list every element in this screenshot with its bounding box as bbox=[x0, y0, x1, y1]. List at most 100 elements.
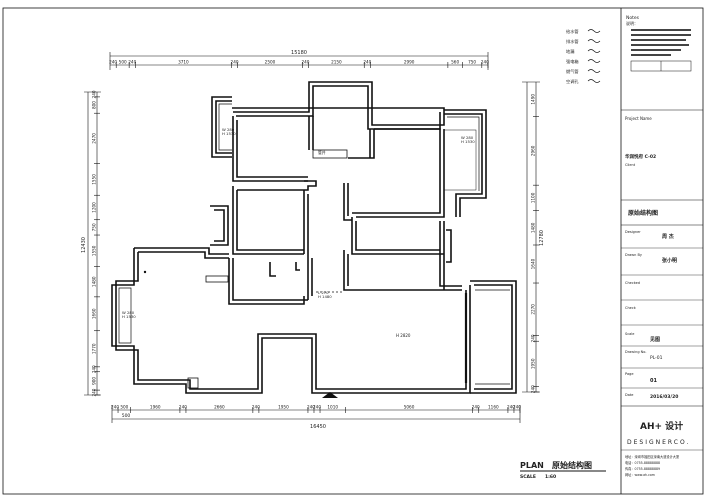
left-dim-7: 1480 bbox=[92, 276, 97, 287]
bottom-dim-11: 240 bbox=[472, 405, 480, 410]
address-line-3: 传真：0755-88888889 bbox=[625, 466, 660, 471]
plan-title: PLAN 原始结构图 SCALE 1:60 bbox=[520, 460, 606, 480]
left-dim-10: 240 bbox=[92, 365, 97, 373]
bottom-dim-2: 1960 bbox=[150, 405, 161, 410]
bottom-dim-8: 240 bbox=[313, 405, 321, 410]
beam-label-h: H 1480 bbox=[318, 294, 332, 299]
floor-plan-walls bbox=[111, 81, 517, 398]
top-dim-4: 240 bbox=[231, 60, 239, 65]
page-label: Page bbox=[625, 372, 633, 376]
duct-label: 管井 bbox=[318, 150, 326, 155]
living-height-label: H 2820 bbox=[396, 333, 411, 338]
legend-label-4: 燃气管 bbox=[566, 68, 579, 75]
top-dim-9: 2990 bbox=[404, 60, 415, 65]
bottom-dim-4: 2660 bbox=[214, 405, 225, 410]
left-dim-8: 1660 bbox=[92, 308, 97, 319]
bottom-dim-9: 1010 bbox=[327, 405, 338, 410]
legend-label-0: 给水管 bbox=[566, 28, 579, 35]
right-dim-8: 240 bbox=[531, 385, 536, 393]
bottom-dim-10: 5060 bbox=[404, 405, 415, 410]
bottom-dim-3: 240 bbox=[179, 405, 187, 410]
date-label: Date bbox=[625, 393, 633, 397]
left-dim-9: 1770 bbox=[92, 343, 97, 354]
notes-title: Notes bbox=[626, 15, 640, 21]
bottom-extra-dim: 500 bbox=[122, 413, 131, 419]
bottom-dim-13: 240 bbox=[507, 405, 515, 410]
sheet-border bbox=[2, 7, 704, 495]
top-dim-1: 500 bbox=[119, 60, 127, 65]
legend-symbol-5 bbox=[587, 79, 601, 83]
top-dim-12: 240 bbox=[481, 60, 489, 65]
window-label-left-top-h: H 1530 bbox=[222, 131, 236, 136]
page-value: 01 bbox=[650, 378, 657, 384]
bottom-total-dim: 16450 bbox=[310, 424, 326, 430]
legend-symbol-1 bbox=[587, 39, 601, 43]
top-dim-11: 750 bbox=[468, 60, 476, 65]
address-line-1: 地址：深圳市福田区深南大道设计大厦 bbox=[625, 454, 680, 459]
window-label-left-mid-h: H 1530 bbox=[122, 314, 136, 319]
top-dim-6: 240 bbox=[301, 60, 309, 65]
left-dim-0: 240 bbox=[92, 90, 97, 98]
legend-symbol-2 bbox=[587, 49, 601, 53]
legend-symbol-4 bbox=[587, 69, 601, 73]
number-label: Drawing No. bbox=[625, 350, 646, 354]
bottom-dim-1: 500 bbox=[120, 405, 128, 410]
bottom-dim-7: 240 bbox=[307, 405, 315, 410]
bottom-dim-0: 240 bbox=[111, 405, 119, 410]
client-label: Client bbox=[625, 163, 636, 167]
top-dim-10: 560 bbox=[451, 60, 459, 65]
number-value: PL-01 bbox=[650, 355, 663, 361]
left-dim-12: 240 bbox=[92, 388, 97, 396]
top-dimensions: 15180 bbox=[109, 50, 489, 70]
project-label: Project Name bbox=[625, 116, 652, 121]
window-label-left-top: W 280 bbox=[222, 127, 235, 132]
right-dim-1: 2960 bbox=[531, 145, 536, 156]
drawn-value: 张小明 bbox=[662, 257, 677, 264]
title-block: Notes 说明： Project Name 华润悦府 C-02 Client … bbox=[621, 15, 703, 477]
scale-label: Scale bbox=[625, 332, 634, 336]
left-dim-3: 1550 bbox=[92, 174, 97, 185]
plan-name: 原始结构图 bbox=[552, 460, 592, 470]
left-dim-5: 750 bbox=[92, 223, 97, 231]
right-dim-6: 240 bbox=[531, 334, 536, 342]
notes-lines bbox=[631, 29, 691, 56]
right-dim-4: 1640 bbox=[531, 258, 536, 269]
right-dim-3: 1480 bbox=[531, 222, 536, 233]
window-label-right-top: W 280 bbox=[461, 135, 474, 140]
right-dim-0: 1490 bbox=[531, 94, 536, 105]
designer-label: Designer bbox=[625, 230, 641, 234]
scale-value: 见图 bbox=[650, 336, 660, 343]
plan-scale-value: 1:60 bbox=[545, 474, 556, 480]
left-dim-4: 1200 bbox=[92, 202, 97, 213]
top-dim-2: 240 bbox=[128, 60, 136, 65]
bottom-dim-12: 1160 bbox=[488, 405, 499, 410]
window-label-left-mid: W 280 bbox=[122, 310, 135, 315]
drawing-title: 原始结构图 bbox=[628, 209, 658, 217]
left-dim-2: 2470 bbox=[92, 133, 97, 144]
plan-prefix: PLAN bbox=[520, 461, 544, 470]
right-dimensions: 12780 bbox=[522, 81, 545, 393]
top-dim-7: 2150 bbox=[331, 60, 342, 65]
window-label-right-top-h: H 1530 bbox=[461, 139, 475, 144]
date-value: 2016/03/20 bbox=[650, 394, 678, 400]
right-total-dim: 12780 bbox=[539, 230, 545, 246]
top-total-dim: 15180 bbox=[291, 50, 307, 56]
top-dim-0: 240 bbox=[109, 60, 117, 65]
address-line-4: 网址：www.ah.com bbox=[625, 472, 655, 477]
address-line-2: 电话：0755-88888888 bbox=[625, 460, 660, 465]
right-dim-5: 2270 bbox=[531, 304, 536, 315]
top-dim-5: 2500 bbox=[265, 60, 276, 65]
plan-scale-label: SCALE bbox=[520, 474, 536, 480]
notes-label: 说明： bbox=[626, 20, 638, 26]
company-sub: DESIGNERCO. bbox=[627, 439, 690, 446]
left-dim-11: 900 bbox=[92, 377, 97, 385]
checked-label: Checked bbox=[625, 281, 640, 285]
legend-symbol-0 bbox=[587, 29, 601, 33]
top-dim-8: 240 bbox=[363, 60, 371, 65]
ref-label: Check bbox=[625, 306, 637, 310]
bottom-dim-14: 240 bbox=[513, 405, 521, 410]
